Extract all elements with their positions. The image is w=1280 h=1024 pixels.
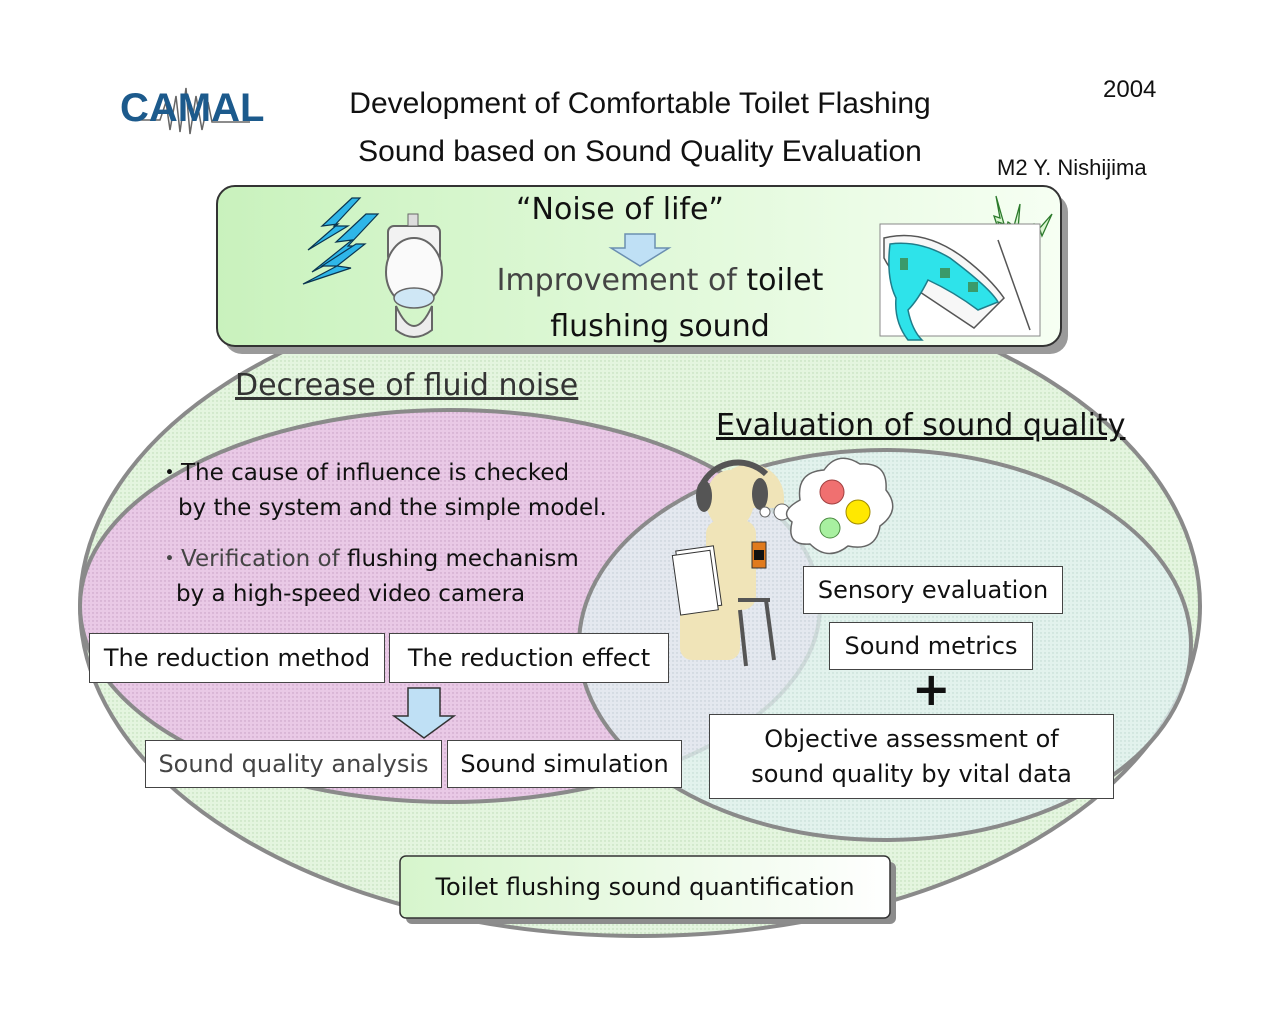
noise-of-life-text: “Noise of life”	[516, 192, 724, 227]
bullet-verification-lead: ・Verification of	[158, 546, 340, 572]
logo-text: CAMAL	[120, 86, 265, 130]
author-label: M2 Y. Nishijima	[997, 155, 1147, 180]
title-line-1: Development of Comfortable Toilet Flashi…	[349, 87, 931, 120]
quantification-box	[399, 855, 891, 919]
quantification-label: Toilet flushing sound quantification	[435, 873, 855, 901]
bullet-cause-line-1: ・The cause of influence is checked	[158, 460, 570, 486]
plus-sign: +	[912, 662, 951, 716]
sound-metrics-box: Sound metrics	[829, 622, 1033, 670]
bullet-verification-rest: flushing mechanism	[339, 546, 579, 572]
thought-cloud-icon	[759, 457, 894, 555]
lightning-left-icon	[302, 197, 380, 285]
year-label: 2004	[1103, 76, 1157, 103]
bullet-verification-line-2: by a high-speed video camera	[176, 581, 526, 607]
bullet-verification: ・Verification of flushing mechanism by a…	[158, 542, 579, 612]
camal-logo: CAMAL	[120, 80, 265, 138]
bullet-cause-line-2: by the system and the simple model.	[178, 495, 607, 521]
improvement-text: Improvement of toilet flushing sound	[440, 258, 880, 350]
objective-line-2: sound quality by vital data	[751, 759, 1072, 788]
improvement-toilet: toilet	[736, 263, 824, 298]
improvement-line-2: flushing sound	[550, 309, 770, 344]
top-down-arrow	[608, 233, 672, 267]
listener-person-icon	[671, 459, 784, 667]
objective-line-1: Objective assessment of	[764, 724, 1059, 753]
evaluation-heading: Evaluation of sound quality	[716, 408, 1126, 443]
objective-assessment-box: Objective assessment of sound quality by…	[709, 714, 1114, 799]
bullet-cause: ・The cause of influence is checked by th…	[158, 456, 607, 526]
flush-diagram-icon	[879, 223, 1041, 341]
title-line-2: Sound based on Sound Quality Evaluation	[358, 135, 922, 168]
left-down-arrow	[391, 687, 457, 739]
improvement-lead: Improvement of	[496, 263, 737, 298]
sound-simulation-box: Sound simulation	[447, 740, 682, 788]
reduction-effect-box: The reduction effect	[389, 633, 669, 683]
toilet-icon	[385, 213, 443, 338]
page-title: Development of Comfortable Toilet Flashi…	[270, 80, 1010, 176]
sound-quality-analysis-box: Sound quality analysis	[145, 740, 442, 788]
reduction-method-box: The reduction method	[89, 633, 385, 683]
sensory-evaluation-box: Sensory evaluation	[803, 566, 1063, 614]
decrease-heading: Decrease of fluid noise	[235, 368, 579, 403]
